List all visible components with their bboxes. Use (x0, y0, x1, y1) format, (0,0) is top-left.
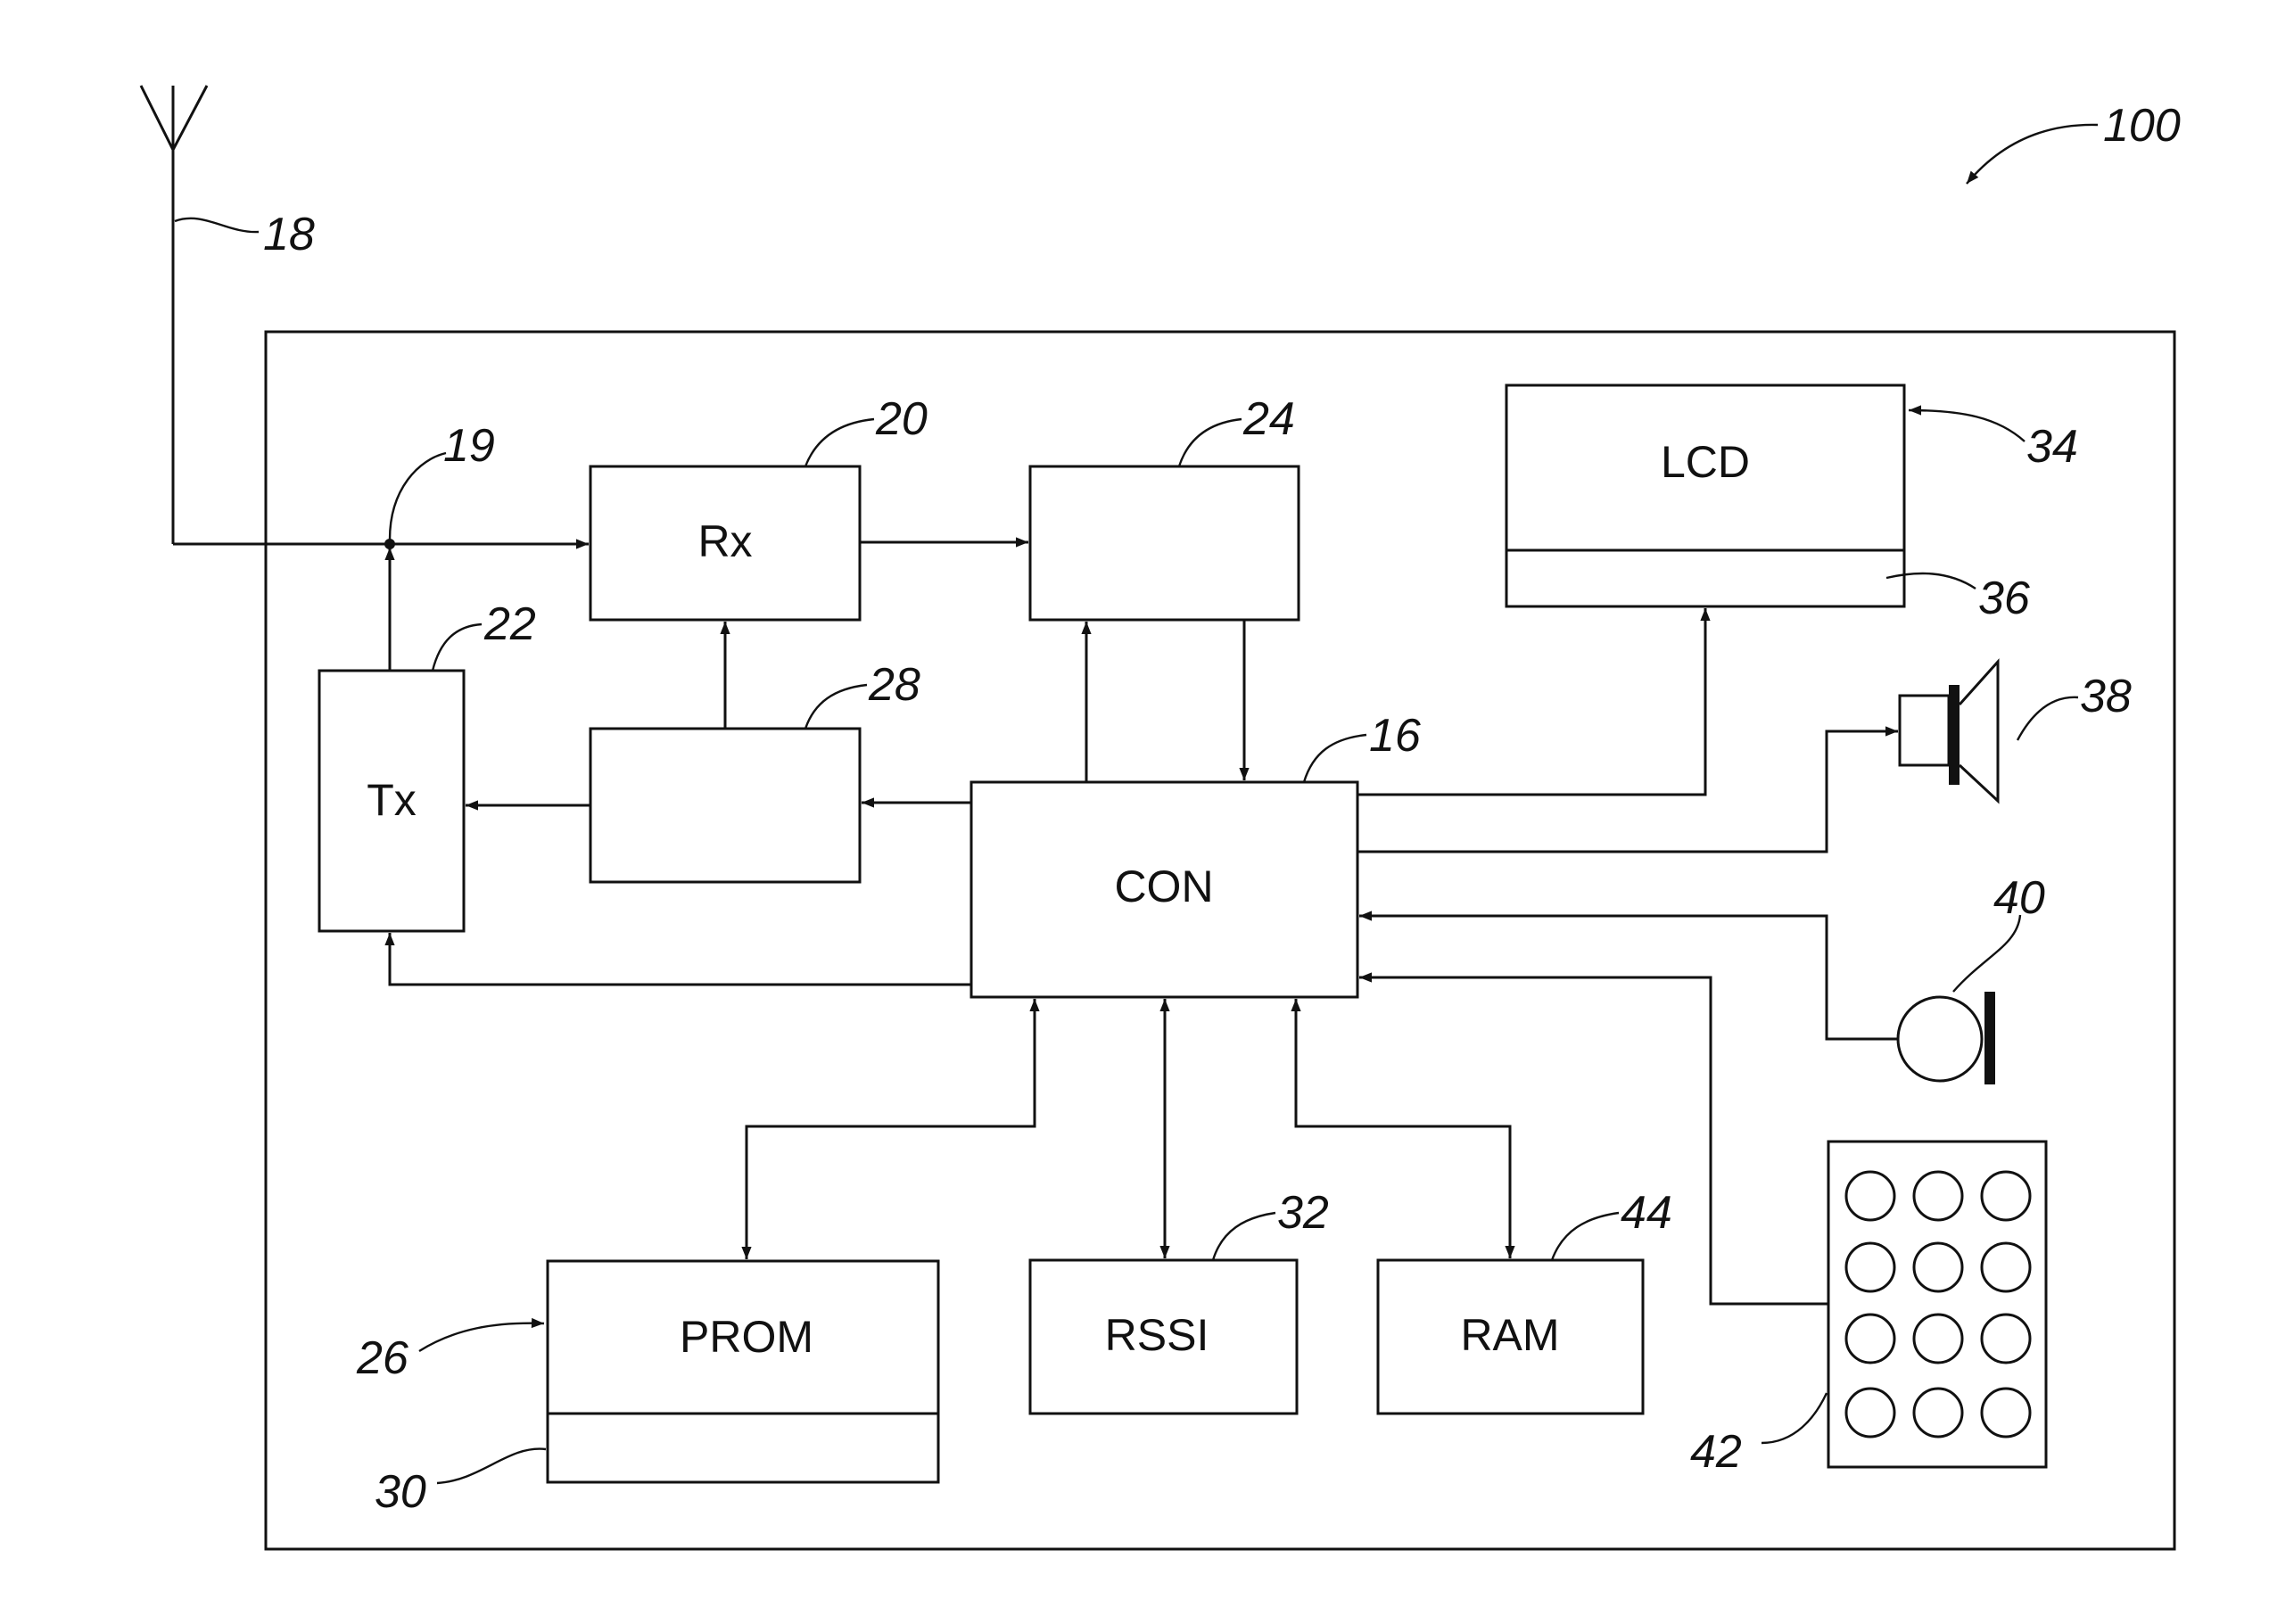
leader-22 (433, 624, 482, 671)
block-28 (590, 729, 860, 882)
ref-16: 16 (1369, 710, 1421, 762)
microphone-icon (1898, 992, 1995, 1084)
ref-40: 40 (1993, 872, 2045, 924)
con-prom-bus-line (747, 999, 1035, 1259)
antenna-icon (141, 86, 207, 544)
leader-18 (175, 218, 259, 232)
leader-19 (390, 453, 446, 540)
leader-24 (1179, 419, 1242, 466)
speaker-icon (1900, 662, 1998, 801)
ref-22: 22 (483, 598, 536, 650)
ref-36: 36 (1978, 573, 2030, 624)
leader-38 (2017, 697, 2078, 740)
block-24 (1030, 466, 1299, 620)
ref-26: 26 (356, 1332, 408, 1384)
keypad-to-con-line (1359, 977, 1828, 1304)
ref-20: 20 (875, 393, 928, 445)
ref-100: 100 (2103, 100, 2181, 152)
mic-hatch (1984, 992, 1995, 1084)
leader-42 (1762, 1393, 1827, 1443)
lcd-label: LCD (1661, 437, 1750, 487)
ref-18: 18 (263, 209, 315, 260)
ref-44: 44 (1621, 1187, 1672, 1239)
leader-28 (805, 685, 867, 729)
prom-block (548, 1261, 938, 1482)
con-to-lcd-line (1357, 608, 1705, 795)
rssi-label: RSSI (1105, 1310, 1209, 1360)
rx-label: Rx (697, 516, 752, 566)
con-to-speaker-line (1357, 731, 1898, 852)
leader-40 (1953, 915, 2020, 992)
ref-24: 24 (1242, 393, 1295, 445)
ref-42: 42 (1690, 1426, 1742, 1478)
ref-32: 32 (1277, 1187, 1329, 1239)
leader-20 (805, 419, 874, 466)
leader-30 (437, 1449, 546, 1483)
ref-19: 19 (443, 420, 495, 472)
leader-34 (1909, 410, 2025, 441)
prom-label: PROM (680, 1312, 813, 1362)
ref-28: 28 (868, 659, 920, 711)
leader-44 (1552, 1213, 1619, 1260)
keypad-icon (1828, 1142, 2046, 1467)
leader-26 (419, 1323, 544, 1351)
leader-100 (1967, 125, 2098, 184)
tx-label: Tx (367, 775, 417, 825)
lcd-block (1506, 385, 1904, 606)
leader-32 (1213, 1213, 1275, 1260)
ram-label: RAM (1460, 1310, 1559, 1360)
con-to-tx-line (390, 933, 971, 985)
speaker-hatch (1949, 685, 1960, 785)
ref-30: 30 (375, 1466, 426, 1518)
con-label: CON (1114, 861, 1213, 911)
leader-16 (1304, 735, 1366, 782)
ref-38: 38 (2080, 671, 2132, 722)
ref-34: 34 (2026, 421, 2078, 473)
